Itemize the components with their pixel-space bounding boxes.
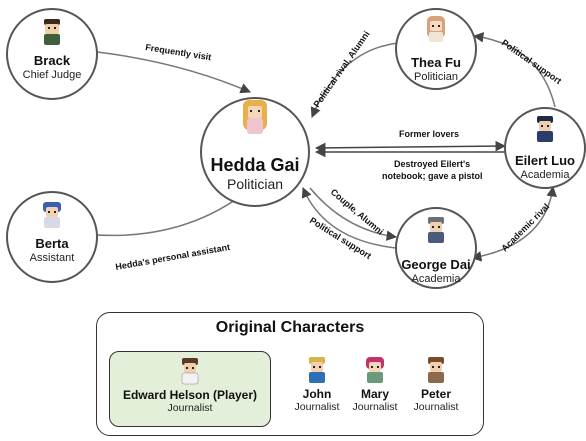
node-brack: Brack Chief Judge xyxy=(6,8,98,100)
thea-name: Thea Fu xyxy=(411,55,461,70)
edge-labels: Frequently visit Hedda's personal assist… xyxy=(115,29,564,272)
edge-label-thea-hedda: Political rival, Alumni xyxy=(311,29,371,109)
edge-label-destroyed-2: notebook; gave a pistol xyxy=(382,171,483,181)
edge-hedda-george xyxy=(309,187,398,241)
george-avatar-icon xyxy=(428,217,444,243)
original-character-mary: Mary Journalist xyxy=(347,357,403,413)
eilert-name: Eilert Luo xyxy=(515,153,575,168)
node-berta: Berta Assistant xyxy=(6,191,98,283)
peter-avatar-icon xyxy=(428,357,444,383)
original-characters-title: Original Characters xyxy=(215,319,365,336)
berta-role: Assistant xyxy=(30,252,75,264)
edge-george-hedda xyxy=(301,187,397,249)
node-eilert: Eilert Luo Academia xyxy=(504,107,586,189)
edge-george-eilert xyxy=(470,185,557,262)
edge-label-berta-hedda: Hedda's personal assistant xyxy=(115,242,231,272)
hedda-role: Politician xyxy=(227,176,283,192)
thea-avatar-icon xyxy=(427,16,445,42)
mary-avatar-icon xyxy=(366,357,384,383)
edward-avatar-icon xyxy=(181,358,199,385)
original-character-john: John Journalist xyxy=(289,357,345,413)
edge-brack-hedda xyxy=(96,51,251,94)
edge-hedda-eilert-former xyxy=(314,140,507,154)
berta-name: Berta xyxy=(35,236,69,251)
node-george: George Dai Academia xyxy=(395,207,477,289)
peter-name: Peter xyxy=(420,387,452,401)
george-name: George Dai xyxy=(401,257,470,272)
mary-role: Journalist xyxy=(352,401,398,413)
eilert-avatar-icon xyxy=(537,116,553,142)
thea-role: Politician xyxy=(414,71,458,83)
eilert-role: Academia xyxy=(521,169,571,181)
edge-label-former-lovers: Former lovers xyxy=(399,129,459,139)
george-role: Academia xyxy=(412,273,462,285)
node-thea: Thea Fu Politician xyxy=(395,8,477,90)
player-role: Journalist xyxy=(167,402,213,414)
edge-label-george-eilert: Academic rival xyxy=(499,201,551,253)
player-character: Edward Helson (Player) Journalist xyxy=(110,358,270,414)
john-avatar-icon xyxy=(309,357,325,383)
edges xyxy=(96,32,557,262)
original-characters-box: Original Characters Edward Helson (Playe… xyxy=(96,312,484,436)
john-role: Journalist xyxy=(294,401,340,413)
brack-avatar-icon xyxy=(44,19,60,45)
mary-name: Mary xyxy=(360,387,389,401)
berta-avatar-icon xyxy=(43,202,61,228)
original-character-peter: Peter Journalist xyxy=(405,357,467,413)
brack-role: Chief Judge xyxy=(23,69,82,81)
edge-thea-hedda xyxy=(310,42,399,118)
john-name: John xyxy=(302,387,332,401)
node-hedda: Hedda Gai Politician xyxy=(200,97,310,207)
player-card: Edward Helson (Player) Journalist xyxy=(109,351,271,427)
brack-name: Brack xyxy=(34,53,71,68)
edge-label-destroyed-1: Destroyed Eilert's xyxy=(394,159,470,169)
player-name: Edward Helson (Player) xyxy=(122,388,258,402)
hedda-avatar-icon xyxy=(243,100,267,134)
peter-role: Journalist xyxy=(413,401,459,413)
edge-eilert-thea xyxy=(472,32,556,108)
edge-label-brack-hedda: Frequently visit xyxy=(145,42,212,62)
edge-label-eilert-thea: Political support xyxy=(500,37,563,86)
hedda-name: Hedda Gai xyxy=(210,155,299,175)
